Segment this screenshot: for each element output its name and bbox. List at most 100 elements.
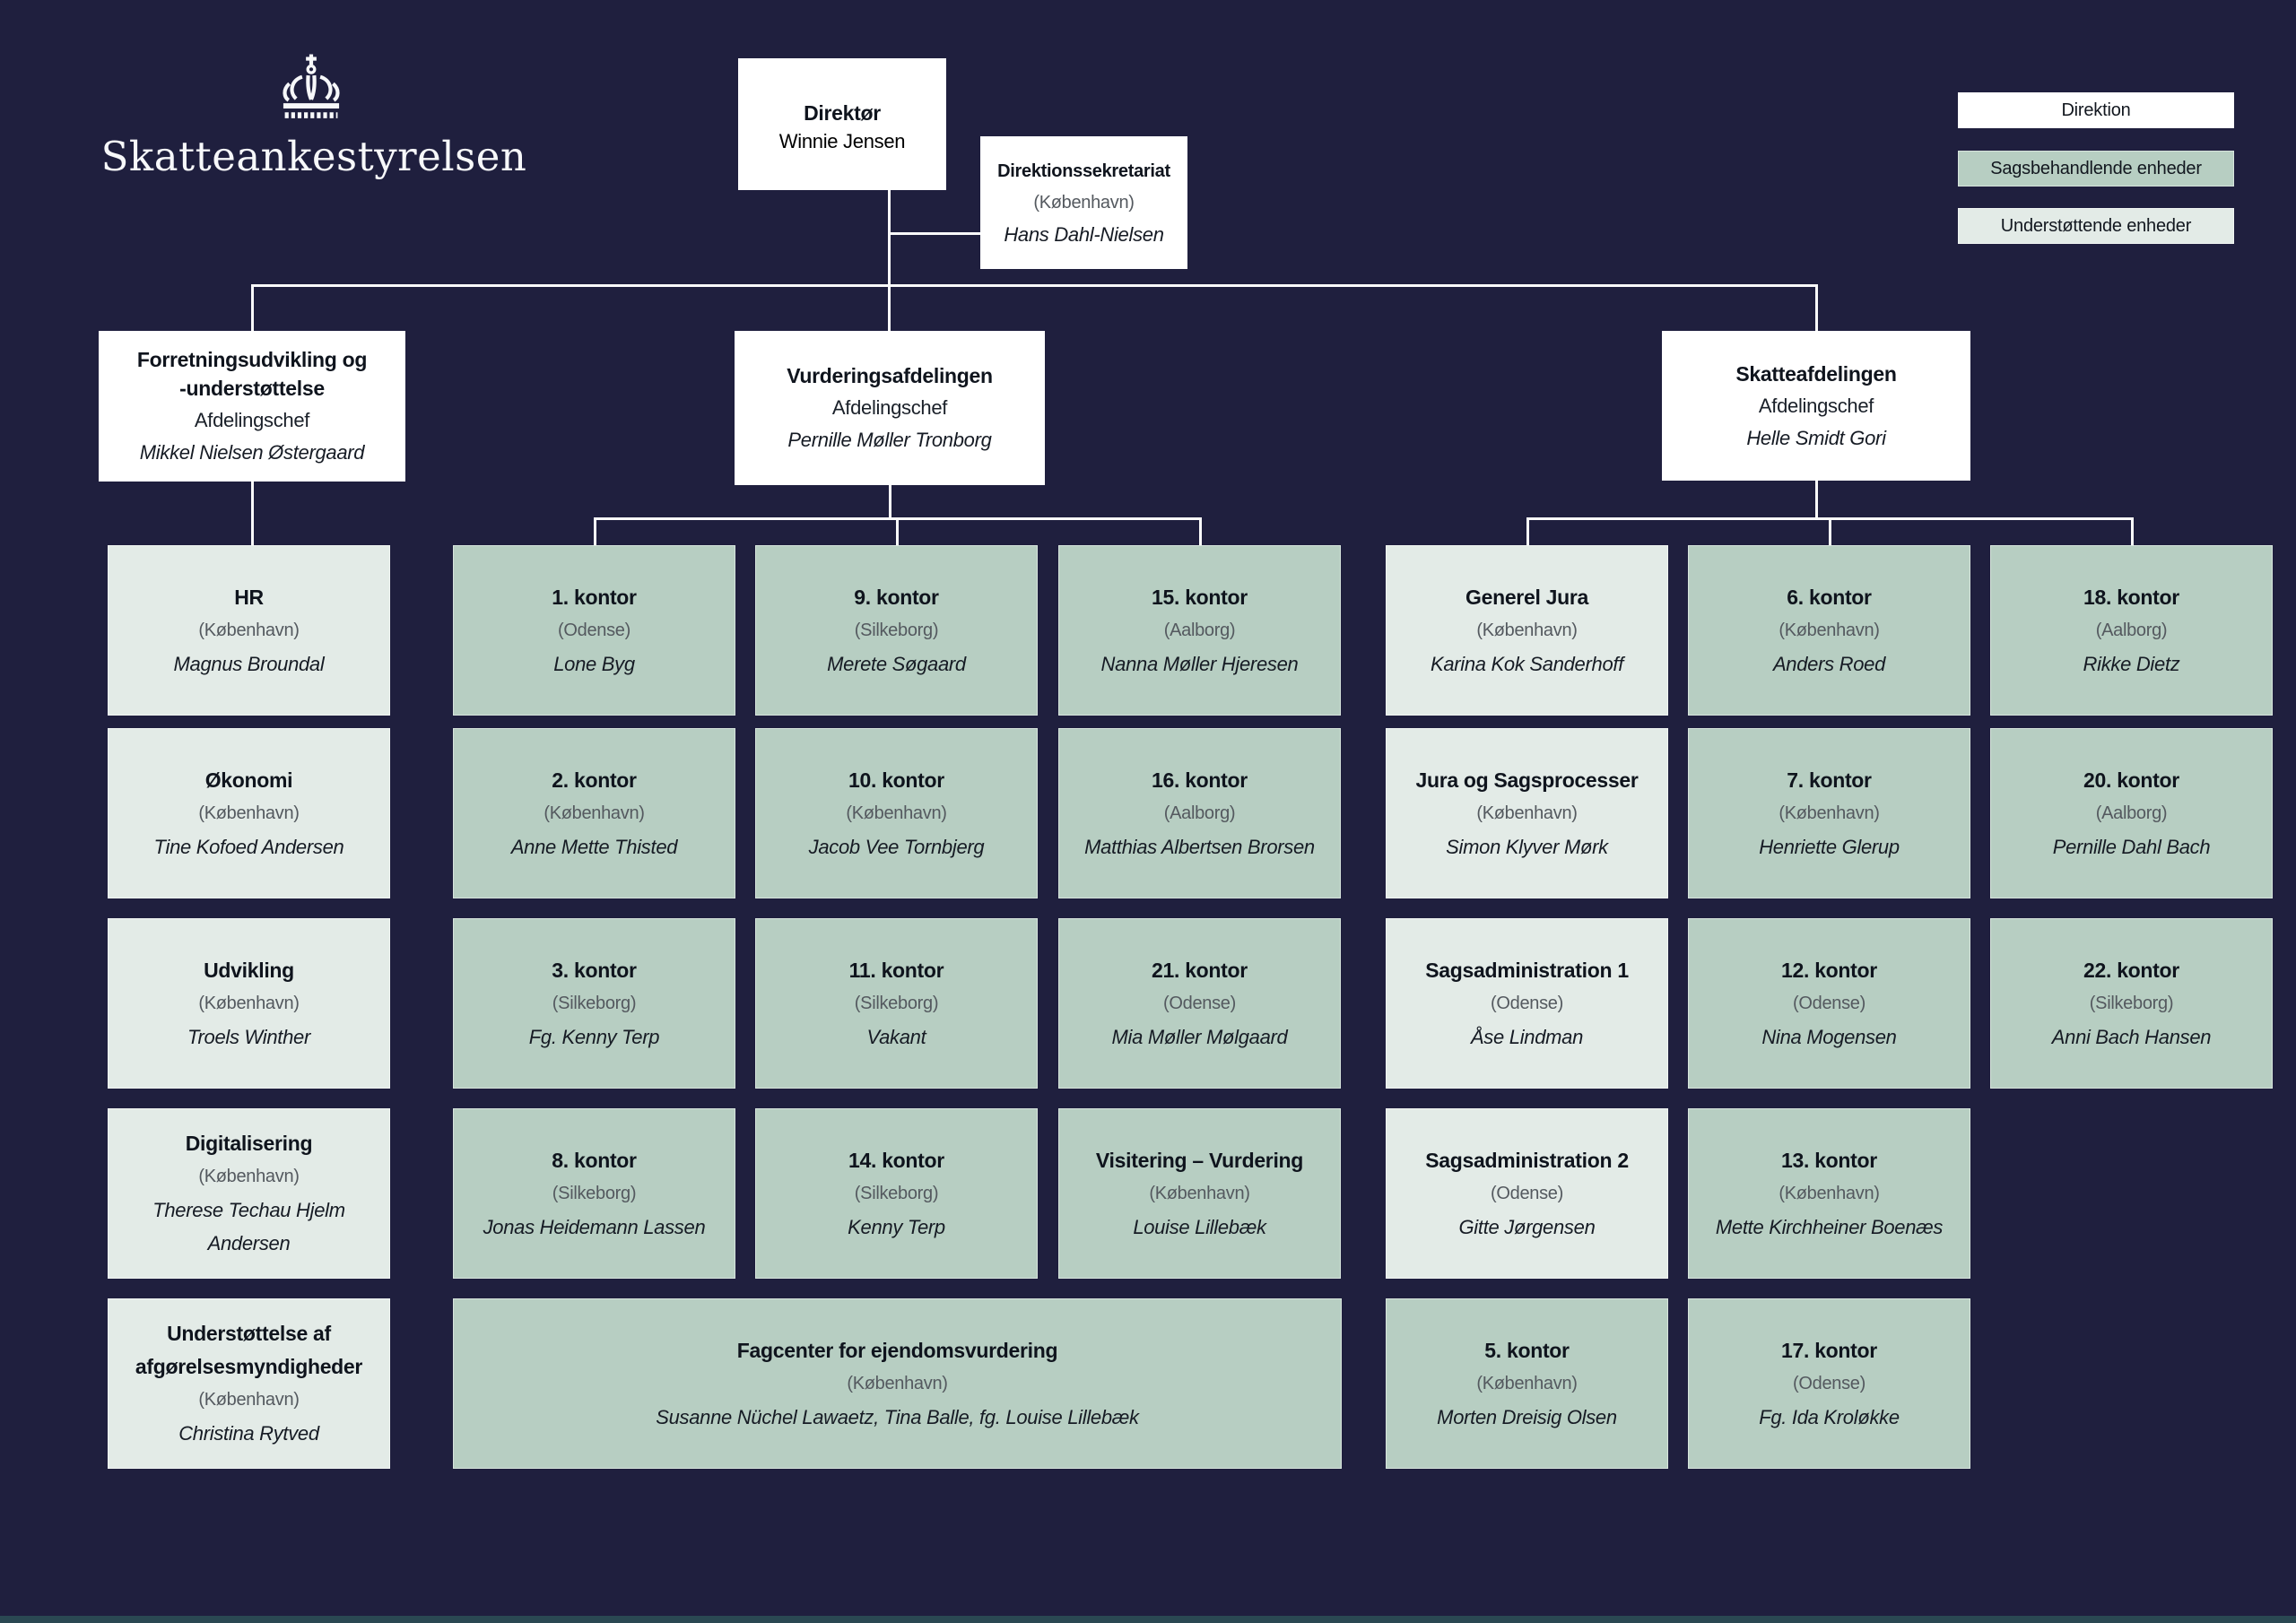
unit-location: (Silkeborg) xyxy=(854,993,939,1013)
unit-name: Jacob Vee Tornbjerg xyxy=(808,835,985,858)
unit-name: Anni Bach Hansen xyxy=(2051,1025,2212,1048)
org-unit-box: Sagsadministration 1 (Odense) Åse Lindman xyxy=(1386,918,1668,1089)
unit-location: (København) xyxy=(1779,620,1880,640)
unit-name: Mia Møller Mølgaard xyxy=(1111,1025,1288,1048)
dept-title: Forretningsudvikling og xyxy=(136,348,368,371)
unit-title: 13. kontor xyxy=(1781,1148,1877,1172)
unit-name: Karina Kok Sanderhoff xyxy=(1430,652,1624,675)
unit-name: Fg. Kenny Terp xyxy=(528,1025,660,1048)
unit-title: Sagsadministration 1 xyxy=(1425,958,1629,982)
unit-location: (Odense) xyxy=(1491,993,1563,1013)
unit-location: (København) xyxy=(847,1373,948,1393)
unit-title: 11. kontor xyxy=(848,958,944,982)
unit-title: 10. kontor xyxy=(848,768,944,792)
org-unit-box: 2. kontor(København)Anne Mette Thisted xyxy=(453,728,735,898)
connector-line xyxy=(896,517,899,545)
unit-name: Henriette Glerup xyxy=(1759,835,1900,858)
unit-name: Rikke Dietz xyxy=(2083,652,2180,675)
unit-name: Åse Lindman xyxy=(1470,1025,1584,1048)
unit-name: Vakant xyxy=(866,1025,926,1048)
org-unit-box: 9. kontor(Silkeborg)Merete Søgaard xyxy=(755,545,1038,716)
sekretariat-title: Direktionssekretariat xyxy=(997,161,1170,181)
connector-line xyxy=(1526,517,1529,545)
unit-title: Jura og Sagsprocesser xyxy=(1415,768,1639,792)
unit-name: Lone Byg xyxy=(553,652,635,675)
org-unit-box: 6. kontor (København) Anders Roed xyxy=(1688,545,1970,716)
connector-line xyxy=(1815,481,1818,518)
unit-name: Nanna Møller Hjeresen xyxy=(1100,652,1299,675)
org-unit-box: 20. kontor(Aalborg)Pernille Dahl Bach xyxy=(1990,728,2273,898)
unit-title: 15. kontor xyxy=(1152,585,1248,609)
org-unit-box: HR(København)Magnus Broundal xyxy=(108,545,390,716)
connector-line xyxy=(251,284,1818,287)
unit-title: Generel Jura xyxy=(1465,585,1589,609)
unit-title: 20. kontor xyxy=(2083,768,2179,792)
unit-name: Tine Kofoed Andersen xyxy=(153,835,344,858)
unit-name: Jonas Heidemann Lassen xyxy=(483,1215,706,1238)
unit-name: Merete Søgaard xyxy=(827,652,966,675)
dept-chief-name: Helle Smidt Gori xyxy=(1746,426,1886,449)
unit-title: Sagsadministration 2 xyxy=(1425,1148,1629,1172)
unit-title: 7. kontor xyxy=(1787,768,1872,792)
unit-name: Nina Mogensen xyxy=(1761,1025,1897,1048)
org-unit-box: 7. kontor(København)Henriette Glerup xyxy=(1688,728,1970,898)
unit-title: Økonomi xyxy=(204,768,293,792)
org-unit-box: 1. kontor (Odense) Lone Byg xyxy=(453,545,735,716)
bottom-edge-strip xyxy=(0,1616,2296,1623)
unit-title: 16. kontor xyxy=(1152,768,1248,792)
unit-location: (København) xyxy=(846,803,947,823)
direktor-box: Direktør Winnie Jensen xyxy=(738,58,946,190)
legend-item-understottende: Understøttende enheder xyxy=(1958,208,2234,244)
unit-location: (København) xyxy=(1476,1373,1578,1393)
unit-title: Digitalisering xyxy=(185,1132,313,1155)
unit-location: (København) xyxy=(198,620,300,640)
unit-title: 14. kontor xyxy=(848,1148,944,1172)
unit-name: Anne Mette Thisted xyxy=(510,835,678,858)
unit-location: (Silkeborg) xyxy=(854,620,939,640)
unit-location: (København) xyxy=(198,803,300,823)
legend-item-direktion: Direktion xyxy=(1958,92,2234,128)
unit-location: (København) xyxy=(198,993,300,1013)
unit-location: (Silkeborg) xyxy=(854,1183,939,1203)
org-unit-box: 11. kontor (Silkeborg) Vakant xyxy=(755,918,1038,1089)
unit-location: (Odense) xyxy=(558,620,631,640)
org-unit-box: 10. kontor (København) Jacob Vee Tornbjerg xyxy=(755,728,1038,898)
unit-name: Christina Rytved xyxy=(178,1422,319,1445)
unit-name: Mette Kirchheiner Boenæs xyxy=(1715,1215,1944,1238)
org-unit-box: 18. kontor(Aalborg)Rikke Dietz xyxy=(1990,545,2273,716)
org-unit-box: 16. kontor (Aalborg) Matthias Albertsen Br… xyxy=(1058,728,1341,898)
unit-name: Matthias Albertsen Brorsen xyxy=(1084,835,1315,858)
org-unit-box: Visitering – Vurdering (København) Louise … xyxy=(1058,1108,1341,1279)
unit-title: 1. kontor xyxy=(552,585,637,609)
dept-role: Afdelingschef xyxy=(831,396,948,419)
direktor-name: Winnie Jensen xyxy=(778,129,906,152)
org-unit-box: 13. kontor (København) Mette Kirchheiner B… xyxy=(1688,1108,1970,1279)
org-unit-box: Udvikling(København)Troels Winther xyxy=(108,918,390,1089)
unit-location: (Aalborg) xyxy=(2095,620,2168,640)
unit-title: 22. kontor xyxy=(2083,958,2179,982)
unit-name: Susanne Nüchel Lawaetz, Tina Balle, fg. … xyxy=(656,1405,1139,1428)
sekretariat-location: (København) xyxy=(1033,192,1135,213)
unit-title: 21. kontor xyxy=(1152,958,1248,982)
connector-line xyxy=(1199,517,1202,545)
unit-location: (København) xyxy=(1779,1183,1880,1203)
unit-title: 2. kontor xyxy=(552,768,637,792)
unit-location: (Aalborg) xyxy=(1163,803,1236,823)
unit-name: Therese Techau Hjelm Andersen xyxy=(152,1199,345,1254)
unit-location: (Odense) xyxy=(1793,1373,1866,1393)
unit-title: 5. kontor xyxy=(1484,1338,1570,1362)
unit-name: Louise Lillebæk xyxy=(1133,1215,1266,1238)
org-unit-box: 12. kontor(Odense)Nina Mogensen xyxy=(1688,918,1970,1089)
unit-title: 17. kontor xyxy=(1781,1338,1877,1362)
unit-title: Fagcenter for ejendomsvurdering xyxy=(736,1338,1058,1362)
unit-title: 6. kontor xyxy=(1787,585,1872,609)
org-unit-box: Digitalisering(København)Therese Techau … xyxy=(108,1108,390,1279)
unit-location: (København) xyxy=(1149,1183,1250,1203)
fagcenter-box: Fagcenter for ejendomsvurdering (Københa… xyxy=(453,1298,1342,1469)
unit-name: Gitte Jørgensen xyxy=(1458,1215,1596,1238)
dept-title: Skatteafdelingen xyxy=(1735,361,1897,386)
legend-item-sagsbehandlende: Sagsbehandlende enheder xyxy=(1958,151,2234,187)
unit-name: Anders Roed xyxy=(1772,652,1886,675)
unit-title: Visitering – Vurdering xyxy=(1095,1148,1304,1172)
